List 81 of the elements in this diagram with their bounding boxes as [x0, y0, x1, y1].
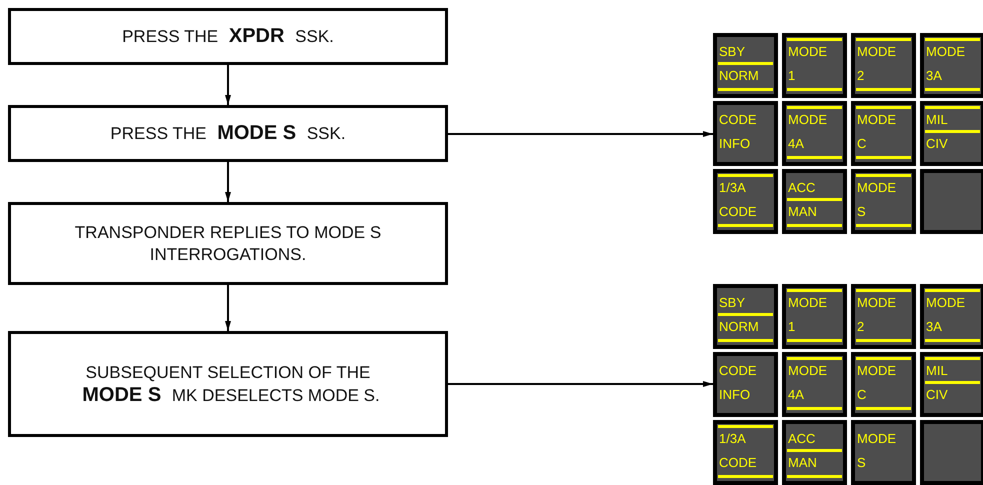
- key-label: MIL: [926, 363, 948, 378]
- step-text: PRESS THE XPDR SSK.: [121, 25, 335, 48]
- step-text: SUBSEQUENT SELECTION OF THE MODE S MK DESELECTS MODE S.: [81, 362, 381, 406]
- key-label: NORM: [719, 319, 759, 334]
- softkey: [782, 101, 847, 166]
- arrow: [448, 131, 713, 137]
- arrow: [225, 65, 231, 105]
- softkey: [782, 284, 847, 349]
- blank-softkey: [920, 169, 983, 234]
- key-label: 2: [857, 68, 864, 83]
- softkey: [713, 101, 778, 166]
- key-label: MODE: [857, 295, 896, 310]
- softkey: [851, 33, 916, 98]
- key-label: MODE: [788, 295, 827, 310]
- key-label: MODE: [926, 44, 965, 59]
- softkey: [851, 101, 916, 166]
- key-label: INFO: [719, 136, 750, 151]
- softkey: [851, 169, 916, 234]
- key-label: CIV: [926, 387, 948, 402]
- softkey: [920, 33, 983, 98]
- step-text: PRESS THE MODE S SSK.: [109, 122, 347, 145]
- key-label: 1: [788, 319, 796, 334]
- arrow: [225, 162, 231, 202]
- process-box: [8, 8, 448, 65]
- key-label: MODE: [857, 363, 896, 378]
- key-label: MODE: [857, 112, 896, 127]
- key-label: NORM: [719, 68, 759, 83]
- key-label: INFO: [719, 387, 750, 402]
- softkey: [713, 284, 778, 349]
- key-label: MODE: [788, 363, 827, 378]
- arrow: [225, 285, 231, 331]
- key-label: CIV: [926, 136, 948, 151]
- key-label: SBY: [719, 295, 746, 310]
- softkey: [782, 352, 847, 417]
- softkey: [782, 169, 847, 234]
- softkey: [920, 352, 983, 417]
- key-label: 2: [857, 319, 864, 334]
- process-box: [8, 105, 448, 162]
- key-label: ACC: [788, 431, 816, 446]
- key-label: MAN: [788, 455, 817, 470]
- softkey: [851, 420, 916, 485]
- key-label: CODE: [719, 363, 757, 378]
- softkey: [851, 352, 916, 417]
- key-label: 4A: [788, 136, 804, 151]
- key-label: MODE: [857, 431, 896, 446]
- key-label: MIL: [926, 112, 948, 127]
- key-label: MODE: [788, 44, 827, 59]
- softkey: [851, 284, 916, 349]
- step-text: TRANSPONDER REPLIES TO MODE S INTERROGATIONS.: [74, 222, 382, 266]
- key-label: MODE: [857, 180, 896, 195]
- key-label: 1/3A: [719, 431, 746, 446]
- process-box: [8, 331, 448, 437]
- softkey: [713, 420, 778, 485]
- softkey: [713, 352, 778, 417]
- process-box: [8, 202, 448, 285]
- arrow: [448, 381, 713, 387]
- key-label: MAN: [788, 204, 817, 219]
- key-label: C: [857, 136, 866, 151]
- key-label: 4A: [788, 387, 804, 402]
- blank-softkey: [920, 420, 983, 485]
- softkey: [782, 33, 847, 98]
- softkey: [713, 33, 778, 98]
- key-label: CODE: [719, 204, 757, 219]
- softkey: [920, 284, 983, 349]
- key-label: 1: [788, 68, 796, 83]
- key-label: C: [857, 387, 866, 402]
- key-label: SBY: [719, 44, 746, 59]
- key-label: S: [857, 204, 866, 219]
- key-label: ACC: [788, 180, 816, 195]
- key-label: CODE: [719, 455, 757, 470]
- key-label: S: [857, 455, 866, 470]
- key-label: 1/3A: [719, 180, 746, 195]
- key-label: MODE: [857, 44, 896, 59]
- softkey: [782, 420, 847, 485]
- key-label: MODE: [788, 112, 827, 127]
- key-label: 3A: [926, 319, 942, 334]
- softkey: [920, 101, 983, 166]
- softkey: [713, 169, 778, 234]
- key-label: 3A: [926, 68, 942, 83]
- key-label: MODE: [926, 295, 965, 310]
- key-label: CODE: [719, 112, 757, 127]
